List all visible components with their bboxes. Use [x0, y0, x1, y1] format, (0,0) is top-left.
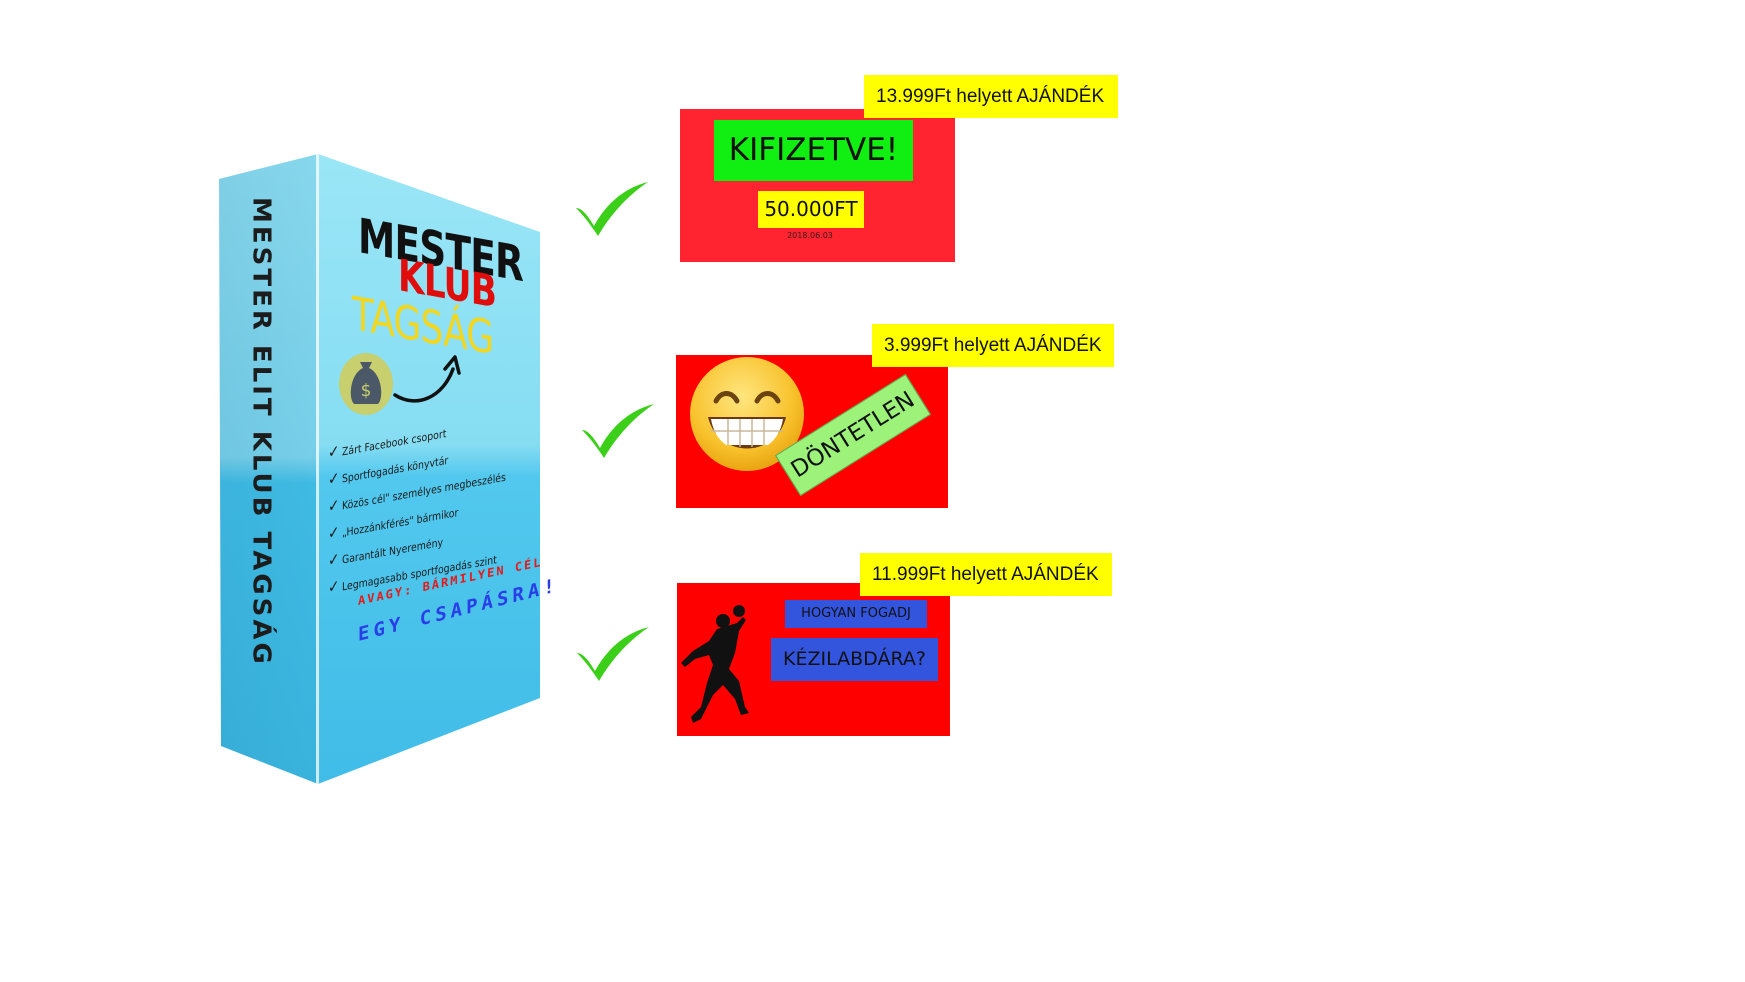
- price-tag: 3.999Ft helyett AJÁNDÉK: [872, 324, 1114, 367]
- handball-title-line1: HOGYAN FOGADJ: [785, 600, 927, 628]
- box-front: [318, 154, 540, 784]
- product-box: MESTER ELIT KLUB TAGSÁG MESTER KLUB TAGS…: [215, 150, 559, 790]
- paid-headline: KIFIZETVE!: [714, 120, 913, 181]
- price-tag: 13.999Ft helyett AJÁNDÉK: [864, 75, 1118, 118]
- money-bag-icon: $: [339, 353, 393, 415]
- grinning-face-icon: [690, 357, 804, 471]
- curved-arrow-icon: [393, 355, 461, 403]
- paid-date: 2018.06.03: [787, 231, 833, 240]
- price-tag: 11.999Ft helyett AJÁNDÉK: [860, 553, 1112, 596]
- check-icon: [576, 182, 648, 236]
- paid-amount: 50.000FT: [758, 191, 864, 228]
- offer-draw-panel: DÖNTETLEN: [676, 355, 948, 508]
- spine-title: MESTER ELIT KLUB TAGSÁG: [246, 197, 276, 667]
- offer-handball-panel: HOGYAN FOGADJ KÉZILABDÁRA?: [677, 583, 950, 736]
- handball-title-line2: KÉZILABDÁRA?: [771, 638, 938, 681]
- svg-text:$: $: [361, 381, 372, 401]
- check-icon: [582, 404, 654, 458]
- handball-player-icon: [681, 605, 749, 723]
- box-spine: [219, 154, 318, 784]
- offer-paid-panel: KIFIZETVE! 50.000FT 2018.06.03: [680, 109, 955, 262]
- check-icon: [577, 627, 649, 681]
- box-front-content: MESTER KLUB TAGSÁG $ ✓Zárt Facebook csop…: [318, 154, 559, 784]
